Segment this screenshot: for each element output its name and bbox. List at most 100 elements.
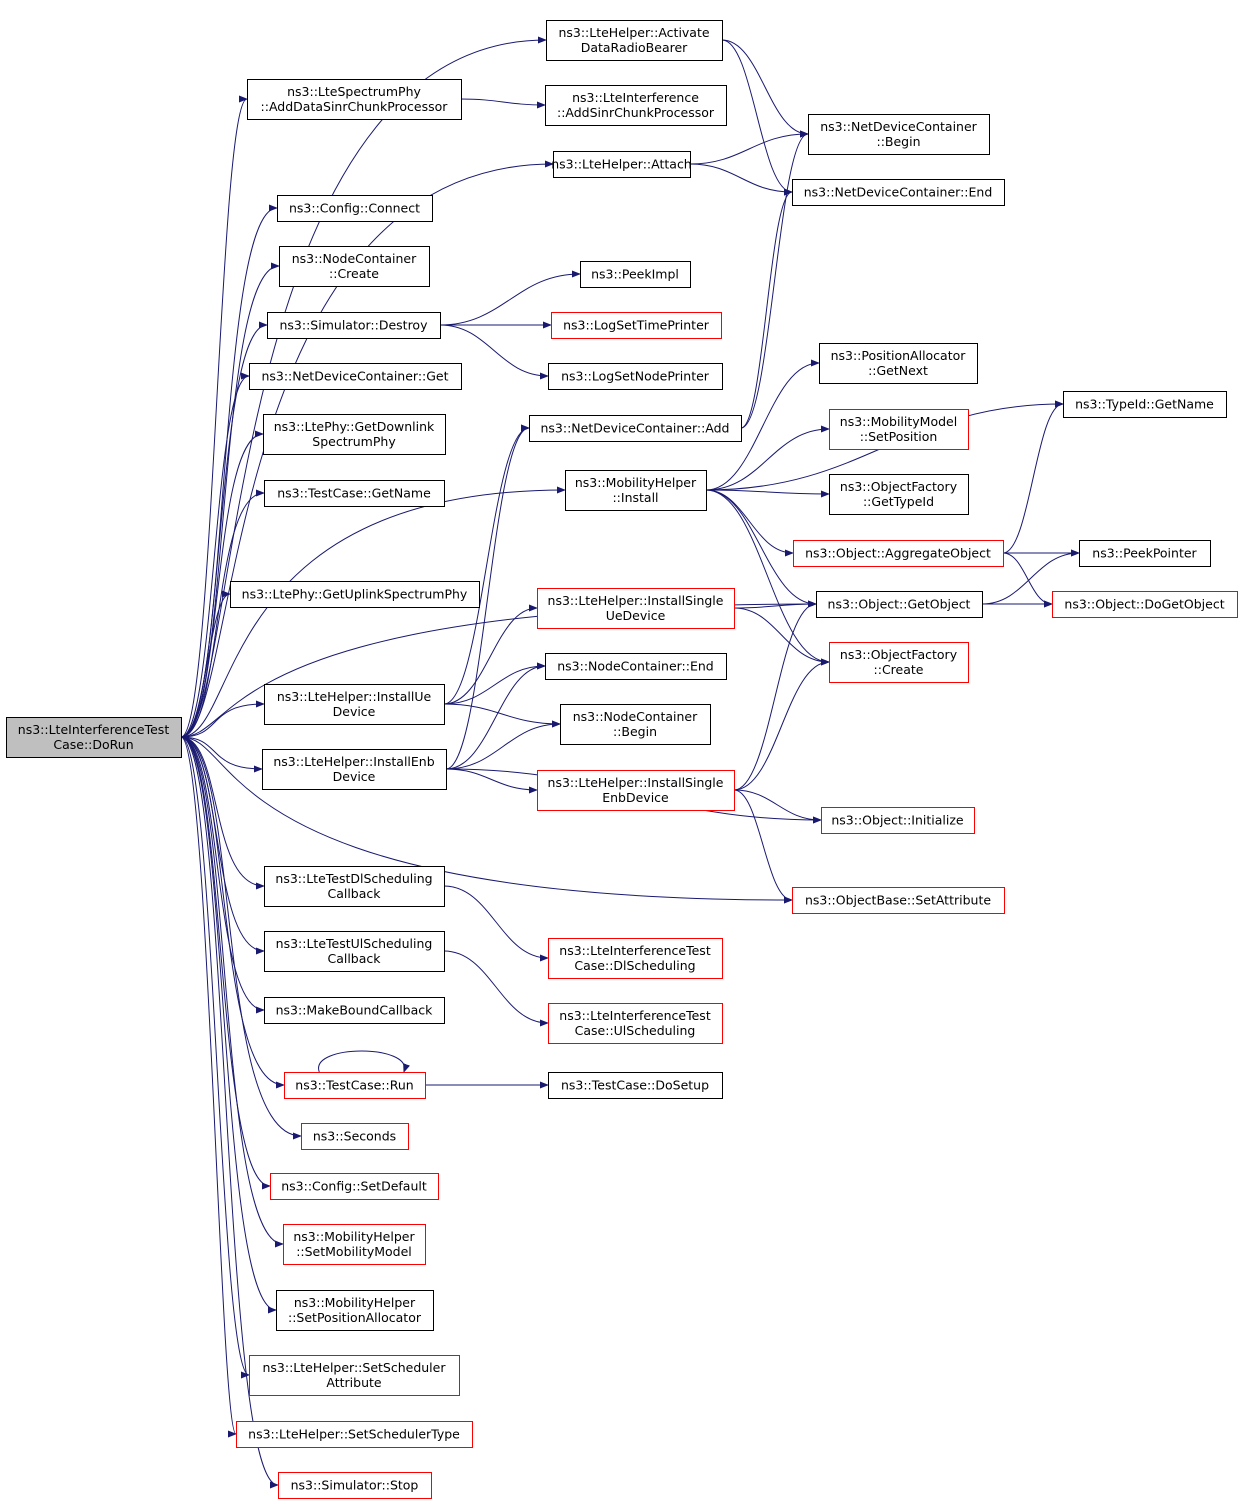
- node-lognode[interactable]: ns3::LogSetNodePrinter: [548, 363, 723, 390]
- node-box-getobject: [816, 591, 983, 618]
- edge-root-to-tcrun: [180, 736, 285, 1089]
- node-getobject[interactable]: ns3::Object::GetObject: [816, 591, 983, 618]
- node-seconds[interactable]: ns3::Seconds: [301, 1123, 409, 1150]
- node-setattr[interactable]: ns3::ObjectBase::SetAttribute: [792, 887, 1005, 914]
- node-ndcend[interactable]: ns3::NetDeviceContainer::End: [792, 179, 1005, 206]
- edge-aggregate-to-dogetobject: [1002, 552, 1053, 608]
- node-ndcget[interactable]: ns3::NetDeviceContainer::Get: [249, 363, 462, 390]
- node-aggregate[interactable]: ns3::Object::AggregateObject: [793, 540, 1004, 567]
- edge-activate-to-ndcend: [721, 39, 793, 196]
- node-label-dlcb-1: Callback: [327, 886, 381, 901]
- edge-aggregate-to-typename: [1002, 400, 1064, 554]
- node-ulsched[interactable]: ns3::LteInterferenceTestCase::UlScheduli…: [548, 1003, 723, 1044]
- node-box-setdefault: [270, 1173, 439, 1200]
- node-ncbegin[interactable]: ns3::NodeContainer::Begin: [560, 704, 711, 745]
- node-label-setpos-1: ::SetPosition: [860, 429, 938, 444]
- node-peekimpl[interactable]: ns3::PeekImpl: [580, 261, 691, 288]
- node-mhinstall[interactable]: ns3::MobilityHelper::Install: [565, 470, 707, 511]
- node-label-setposalloc-0: ns3::MobilityHelper: [294, 1295, 416, 1310]
- node-box-installsue: [537, 588, 735, 629]
- node-typename[interactable]: ns3::TypeId::GetName: [1063, 391, 1227, 418]
- node-label-initialize-0: ns3::Object::Initialize: [831, 813, 964, 828]
- edge-root-to-setposalloc: [180, 736, 277, 1314]
- node-box-typename: [1063, 391, 1227, 418]
- node-ndcbegin[interactable]: ns3::NetDeviceContainer::Begin: [808, 114, 990, 155]
- node-getul[interactable]: ns3::LtePhy::GetUplinkSpectrumPhy: [230, 581, 480, 608]
- node-setdefault[interactable]: ns3::Config::SetDefault: [270, 1173, 439, 1200]
- node-box-installue: [264, 684, 445, 725]
- node-destroy[interactable]: ns3::Simulator::Destroy: [267, 312, 441, 339]
- node-box-oftypeid: [829, 474, 969, 515]
- node-label-adddsinr-1: ::AddDataSinrChunkProcessor: [261, 99, 449, 114]
- node-adddsinr[interactable]: ns3::LteSpectrumPhy::AddDataSinrChunkPro…: [247, 79, 462, 120]
- edge-installue-to-ncend: [443, 662, 546, 705]
- edge-root-to-setschedtype: [180, 736, 237, 1438]
- node-nccreate[interactable]: ns3::NodeContainer::Create: [279, 246, 430, 287]
- node-label-setmob-1: ::SetMobilityModel: [296, 1244, 412, 1259]
- node-ofcreate[interactable]: ns3::ObjectFactory::Create: [829, 642, 969, 683]
- node-label-ulcb-0: ns3::LteTestUlScheduling: [276, 936, 433, 951]
- node-box-aggregate: [793, 540, 1004, 567]
- node-initialize[interactable]: ns3::Object::Initialize: [821, 807, 975, 834]
- edge-root-to-dlcb: [180, 736, 265, 890]
- node-label-peekptr-0: ns3::PeekPointer: [1092, 546, 1197, 561]
- node-tcrun[interactable]: ns3::TestCase::Run: [284, 1072, 426, 1099]
- node-attach[interactable]: ns3::LteHelper::Attach: [551, 151, 692, 178]
- node-box-attach: [553, 151, 691, 178]
- node-box-peekimpl: [580, 261, 691, 288]
- node-label-adddsinr-0: ns3::LteSpectrumPhy: [287, 84, 421, 99]
- node-ncend[interactable]: ns3::NodeContainer::End: [545, 653, 727, 680]
- node-tcname[interactable]: ns3::TestCase::GetName: [264, 480, 445, 507]
- edge-ulcb-to-ulsched: [443, 950, 549, 1027]
- edge-attach-to-ndcbegin: [689, 130, 809, 165]
- node-peekptr[interactable]: ns3::PeekPointer: [1079, 540, 1211, 567]
- node-label-ulsched-0: ns3::LteInterferenceTest: [559, 1008, 711, 1023]
- node-dlsched[interactable]: ns3::LteInterferenceTestCase::DlScheduli…: [548, 938, 723, 979]
- node-logtime[interactable]: ns3::LogSetTimePrinter: [551, 312, 722, 339]
- node-ndcadd[interactable]: ns3::NetDeviceContainer::Add: [529, 415, 742, 442]
- node-dosetup[interactable]: ns3::TestCase::DoSetup: [548, 1072, 723, 1099]
- nodes-layer: ns3::LteInterferenceTestCase::DoRunns3::…: [6, 20, 1238, 1499]
- node-label-installue-1: Device: [333, 704, 376, 719]
- node-addsinr[interactable]: ns3::LteInterference::AddSinrChunkProces…: [545, 85, 727, 126]
- node-box-adddsinr: [247, 79, 462, 120]
- node-label-dlsched-0: ns3::LteInterferenceTest: [559, 943, 711, 958]
- node-setpos[interactable]: ns3::MobilityModel::SetPosition: [829, 409, 969, 450]
- node-box-getdl: [263, 414, 446, 455]
- node-label-ofcreate-1: ::Create: [874, 662, 924, 677]
- node-oftypeid[interactable]: ns3::ObjectFactory::GetTypeId: [829, 474, 969, 515]
- node-label-setattr-0: ns3::ObjectBase::SetAttribute: [805, 893, 991, 908]
- node-dogetobject[interactable]: ns3::Object::DoGetObject: [1052, 591, 1238, 618]
- node-label-installue-0: ns3::LteHelper::InstallUe: [277, 689, 432, 704]
- node-setposalloc[interactable]: ns3::MobilityHelper::SetPositionAllocato…: [276, 1290, 434, 1331]
- node-label-mhinstall-0: ns3::MobilityHelper: [575, 475, 697, 490]
- node-connect[interactable]: ns3::Config::Connect: [277, 195, 433, 222]
- edge-root-to-setattr: [180, 736, 793, 904]
- edge-mhinstall-to-ofcreate: [705, 489, 830, 666]
- node-box-peekptr: [1079, 540, 1211, 567]
- edge-installsue-to-getobject: [733, 600, 817, 609]
- edge-root-to-seconds: [180, 736, 302, 1140]
- node-box-posnext: [819, 343, 978, 384]
- node-label-connect-0: ns3::Config::Connect: [289, 201, 420, 216]
- node-box-ndcget: [249, 363, 462, 390]
- node-label-setschedattr-1: Attribute: [326, 1375, 382, 1390]
- node-label-dlcb-0: ns3::LteTestDlScheduling: [275, 871, 432, 886]
- node-posnext[interactable]: ns3::PositionAllocator::GetNext: [819, 343, 978, 384]
- node-makebound[interactable]: ns3::MakeBoundCallback: [264, 997, 445, 1024]
- node-stop[interactable]: ns3::Simulator::Stop: [278, 1472, 432, 1499]
- node-setschedtype[interactable]: ns3::LteHelper::SetSchedulerType: [236, 1421, 473, 1448]
- node-setmob[interactable]: ns3::MobilityHelper::SetMobilityModel: [283, 1224, 426, 1265]
- edge-root-to-ndcget: [180, 372, 250, 738]
- node-box-dlsched: [548, 938, 723, 979]
